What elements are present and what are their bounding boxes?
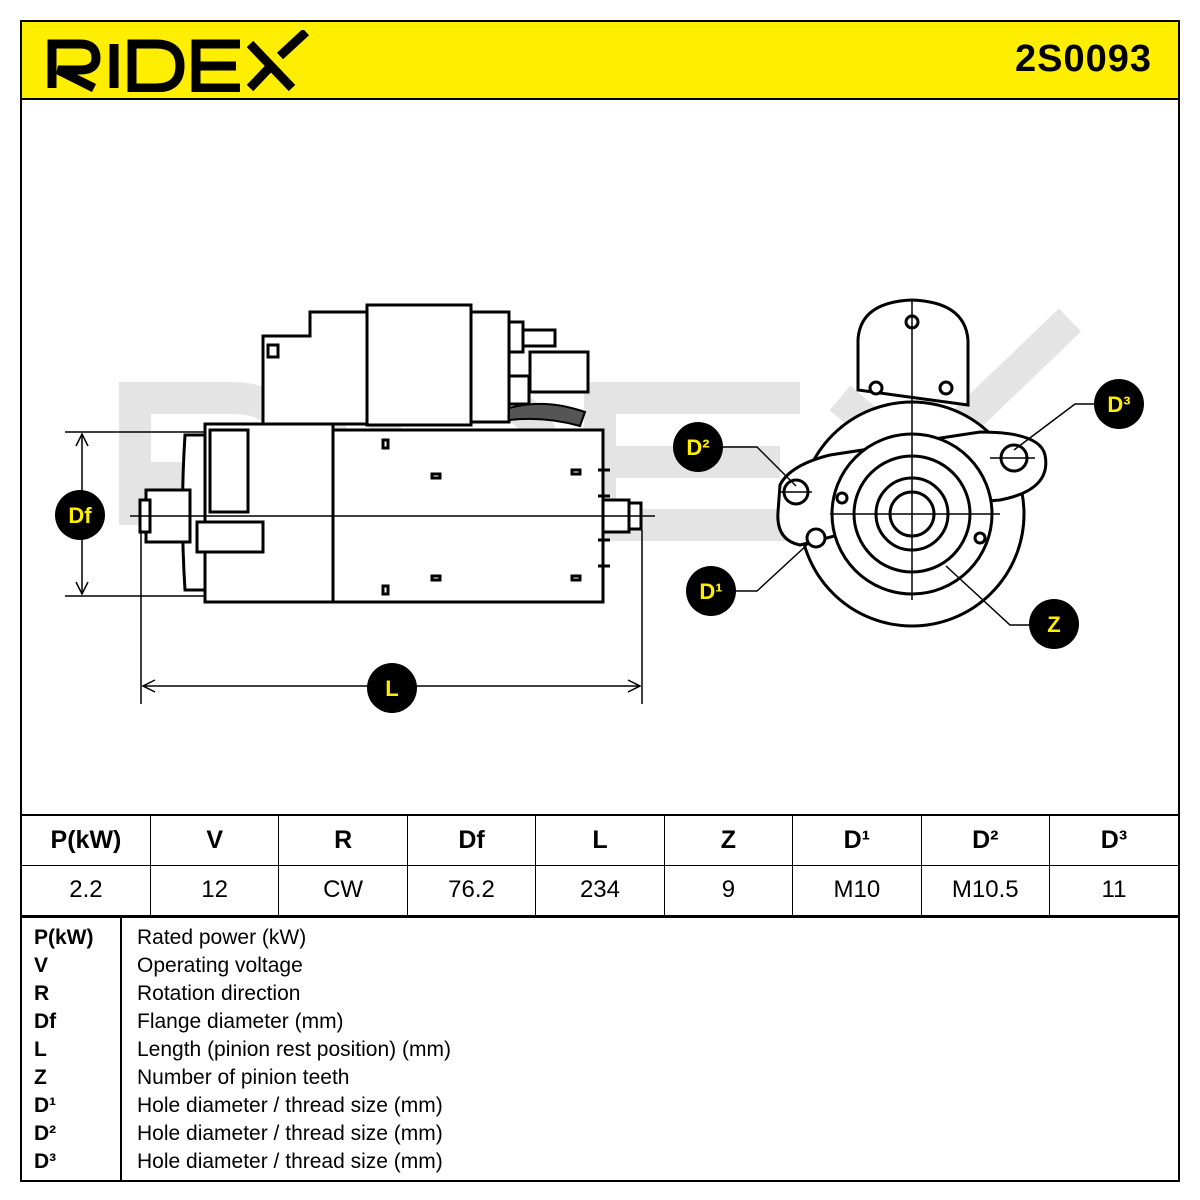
legend-item: R Rotation direction	[22, 982, 1178, 1010]
label-d2: D²	[673, 422, 723, 472]
spec-header-cell: D¹	[792, 814, 922, 866]
legend-key: P(kW)	[34, 926, 94, 949]
detail-mark	[430, 472, 442, 480]
legend-desc: Rotation direction	[137, 982, 301, 1005]
terminal-post-2	[507, 374, 531, 406]
legend-key: D²	[34, 1122, 57, 1145]
solenoid-body	[365, 303, 473, 427]
spec-header-cell: L	[535, 814, 665, 866]
spec-header-cell: D²	[920, 814, 1051, 866]
spec-table: P(kW) V R Df L Z D¹ D² D³ 2.2 12 CW 76.2…	[22, 814, 1178, 916]
spec-header-cell: V	[149, 814, 280, 866]
connector-plug	[528, 350, 590, 394]
legend-item: L Length (pinion rest position) (mm)	[22, 1038, 1178, 1066]
spec-header-cell: Z	[663, 814, 794, 866]
legend-desc: Operating voltage	[137, 954, 303, 977]
hole-d1	[805, 527, 827, 549]
bolt	[868, 380, 884, 396]
spec-value-cell: 9	[663, 864, 794, 916]
bolt	[938, 380, 954, 396]
side-view	[138, 303, 643, 604]
tie-rod-ends	[598, 468, 610, 568]
spec-value-row: 2.2 12 CW 76.2 234 9 M10 M10.5 11	[22, 864, 1178, 916]
legend-key: Z	[34, 1066, 47, 1089]
legend-divider	[120, 918, 122, 1182]
bolt	[835, 491, 849, 505]
spec-value-cell: 11	[1049, 864, 1178, 916]
legend-desc: Hole diameter / thread size (mm)	[137, 1150, 443, 1173]
mount-boss	[195, 520, 265, 554]
spec-header-cell: D³	[1049, 814, 1178, 866]
legend-item: D² Hole diameter / thread size (mm)	[22, 1122, 1178, 1150]
mount-lug	[208, 428, 250, 514]
terminal-post	[507, 320, 525, 354]
spec-value-cell: 12	[149, 864, 280, 916]
legend-key: R	[34, 982, 50, 1005]
part-number: 2S0093	[1014, 38, 1152, 80]
spec-value-cell: M10.5	[920, 864, 1051, 916]
legend-key: V	[34, 954, 49, 977]
legend-item: D¹ Hole diameter / thread size (mm)	[22, 1094, 1178, 1122]
legend-desc: Length (pinion rest position) (mm)	[137, 1038, 451, 1061]
detail-mark	[430, 574, 442, 582]
legend-key: L	[34, 1038, 47, 1061]
legend-item: Df Flange diameter (mm)	[22, 1010, 1178, 1038]
spec-value-cell: CW	[278, 864, 408, 916]
ridex-logo	[47, 30, 310, 92]
solenoid-base	[261, 310, 372, 426]
starter-technical-drawing: Df L D² D³ D¹ Z	[55, 298, 1144, 713]
spec-header-cell: P(kW)	[22, 814, 151, 866]
label-d1: D¹	[686, 566, 736, 616]
sheet-frame: 2S0093	[20, 20, 1180, 1182]
legend-key: D³	[34, 1150, 57, 1173]
leader-lines	[722, 403, 1098, 626]
detail-mark	[381, 584, 390, 596]
svg-text:D¹: D¹	[699, 579, 722, 604]
legend-item: Z Number of pinion teeth	[22, 1066, 1178, 1094]
svg-text:Z: Z	[1047, 612, 1060, 637]
small-square	[266, 343, 280, 359]
spec-value-cell: M10	[792, 864, 922, 916]
svg-text:D³: D³	[1107, 392, 1130, 417]
legend-desc: Hole diameter / thread size (mm)	[137, 1094, 443, 1117]
spec-header-cell: Df	[406, 814, 537, 866]
header-bar: 2S0093	[22, 22, 1178, 100]
braided-cable	[508, 402, 587, 428]
svg-text:D²: D²	[686, 435, 709, 460]
detail-mark	[381, 438, 390, 450]
solenoid-cap	[469, 310, 511, 424]
legend-item: D³ Hole diameter / thread size (mm)	[22, 1150, 1178, 1178]
legend-item: V Operating voltage	[22, 954, 1178, 982]
svg-text:Df: Df	[68, 503, 92, 528]
detail-mark	[570, 574, 582, 582]
legend-desc: Hole diameter / thread size (mm)	[137, 1122, 443, 1145]
front-view-lines	[780, 300, 1035, 600]
label-z: Z	[1029, 599, 1079, 649]
legend-item: P(kW) Rated power (kW)	[22, 926, 1178, 954]
spec-value-cell: 234	[535, 864, 665, 916]
legend-desc: Number of pinion teeth	[137, 1066, 350, 1089]
legend: P(kW) Rated power (kW) V Operating volta…	[22, 916, 1178, 1182]
spec-value-cell: 76.2	[406, 864, 537, 916]
label-df: Df	[55, 490, 105, 540]
bolt	[973, 531, 987, 545]
spec-header-row: P(kW) V R Df L Z D¹ D² D³	[22, 814, 1178, 866]
terminal-nut	[521, 328, 557, 348]
label-d3: D³	[1094, 379, 1144, 429]
legend-desc: Rated power (kW)	[137, 926, 307, 949]
spec-value-cell: 2.2	[22, 864, 151, 916]
spec-header-cell: R	[278, 814, 408, 866]
legend-key: D¹	[34, 1094, 57, 1117]
legend-desc: Flange diameter (mm)	[137, 1010, 344, 1033]
legend-key: Df	[34, 1010, 57, 1033]
detail-mark	[570, 468, 582, 476]
svg-text:L: L	[385, 676, 398, 701]
label-l: L	[367, 663, 417, 713]
